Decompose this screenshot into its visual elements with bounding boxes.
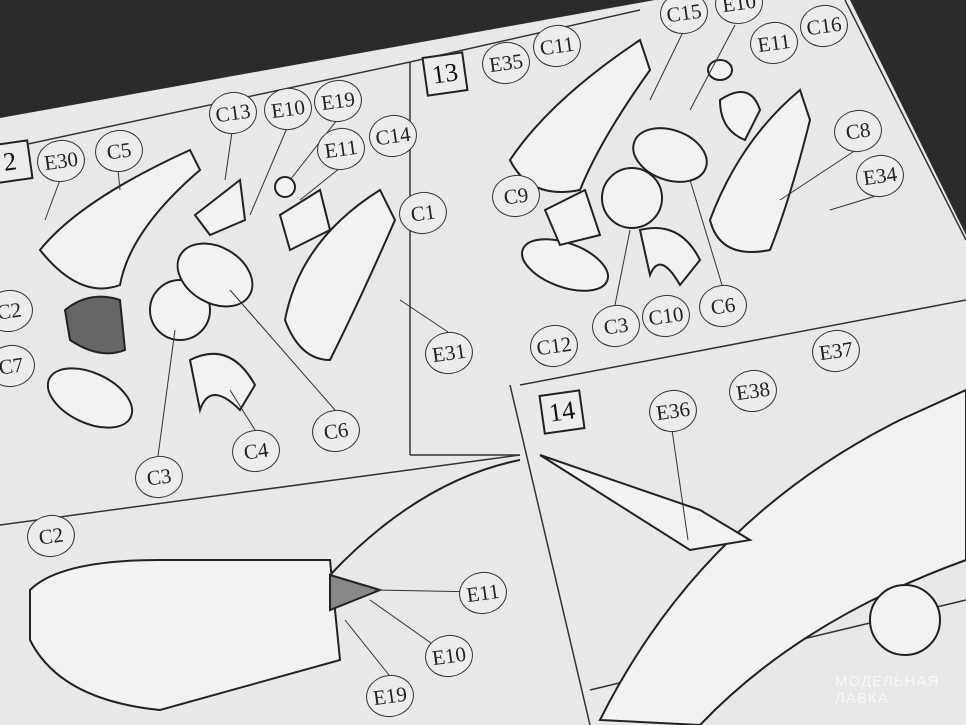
step-12-number: 2 <box>0 139 34 185</box>
watermark-line1: МОДЕЛЬНАЯ <box>835 673 940 690</box>
step-14-number: 14 <box>538 389 586 435</box>
step-13-number: 13 <box>421 51 469 97</box>
watermark: МОДЕЛЬНАЯ ЛАВКА <box>835 673 939 707</box>
part-drawings <box>29 38 966 725</box>
watermark-line2: ЛАВКА <box>835 690 889 707</box>
leader-lines <box>44 24 880 676</box>
